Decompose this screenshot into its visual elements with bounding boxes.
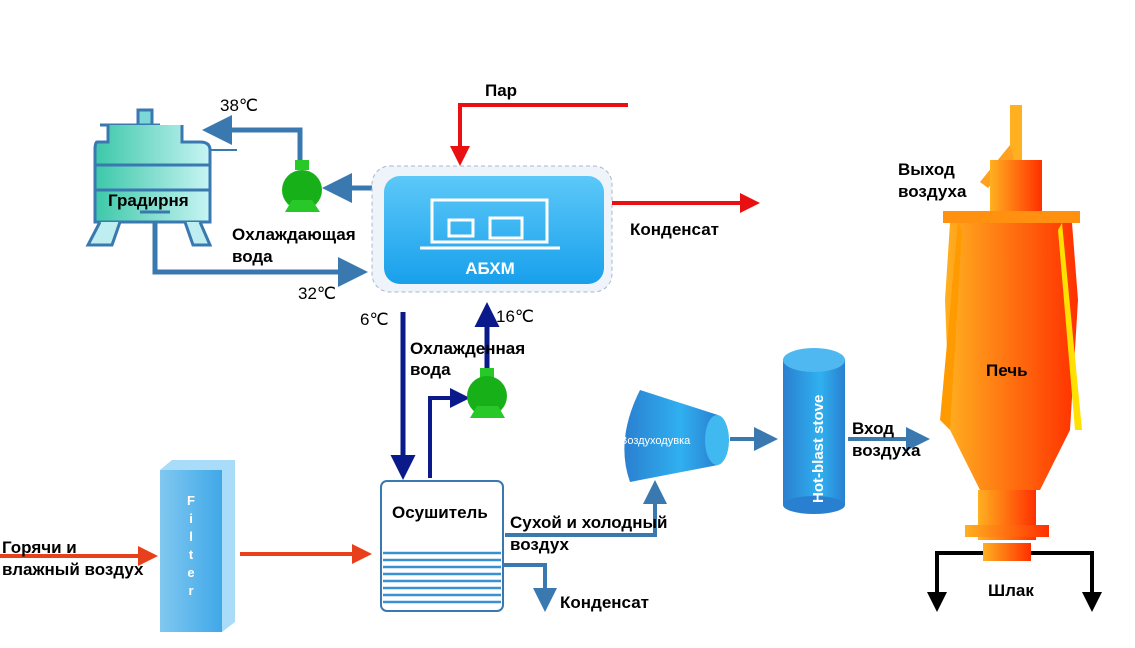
temp-32-label: 32℃ [298,284,336,303]
air-in-label-1: Вход [852,419,894,438]
chilled-water-label-1: Охлажденная [410,339,525,358]
slag-label: Шлак [988,581,1034,600]
chiller-icon [420,198,560,250]
dry-air-label-2: воздух [510,535,569,554]
condensate-bottom-label: Конденсат [560,593,649,612]
cooling-tower-label: Градирня [108,191,189,210]
cooling-water-label-2: вода [232,247,273,266]
chilled-water-pump [467,368,507,418]
hot-air-label-1: Горячи и [2,538,77,557]
steam-label: Пар [485,81,517,100]
cooling-water-return-pipe [202,115,303,168]
furnace [940,105,1082,561]
blower-label: Воздуходувка [620,435,691,447]
dryer-outlet-pipe [428,388,470,478]
temp-38-label: 38℃ [220,96,258,115]
dry-air-label-1: Сухой и холодный [510,513,667,532]
chilled-water-label-2: вода [410,360,451,379]
steam-pipe [450,103,628,166]
hot-blast-stove [783,348,845,514]
filter-letter: l [189,529,193,544]
temp-6-label: 6℃ [360,310,389,329]
air-out-label-2: воздуха [898,182,967,201]
condensate-top-label: Конденсат [630,220,719,239]
blower [624,390,729,482]
hot-air-label-2: влажный воздух [2,560,144,579]
cooling-water-supply-pipe [152,222,368,287]
filter-letter: F [187,493,195,508]
filter-letter: r [188,583,193,598]
filter: F i l t e r [160,460,235,632]
dryer [380,480,504,612]
air-in-label-2: воздуха [852,441,921,460]
air-out-label-1: Выход [898,160,955,179]
condensate-bottom-pipe [503,563,557,612]
cooling-water-label-1: Охлаждающая [232,225,356,244]
filter-letter: t [189,547,194,562]
cooling-tower [85,108,213,247]
abxm-label: АБХМ [465,259,515,278]
slag-pipes [935,551,1094,600]
cooling-water-pump [282,160,322,212]
dryer-label: Осушитель [392,503,488,522]
filter-letter: i [189,511,193,526]
stove-label: Hot-blast stove [810,395,827,503]
furnace-label: Печь [986,361,1028,380]
abxm-unit [384,176,604,284]
filter-letter: e [187,565,194,580]
dry-air-pipe [505,480,667,537]
temp-16-label: 16℃ [496,307,534,326]
